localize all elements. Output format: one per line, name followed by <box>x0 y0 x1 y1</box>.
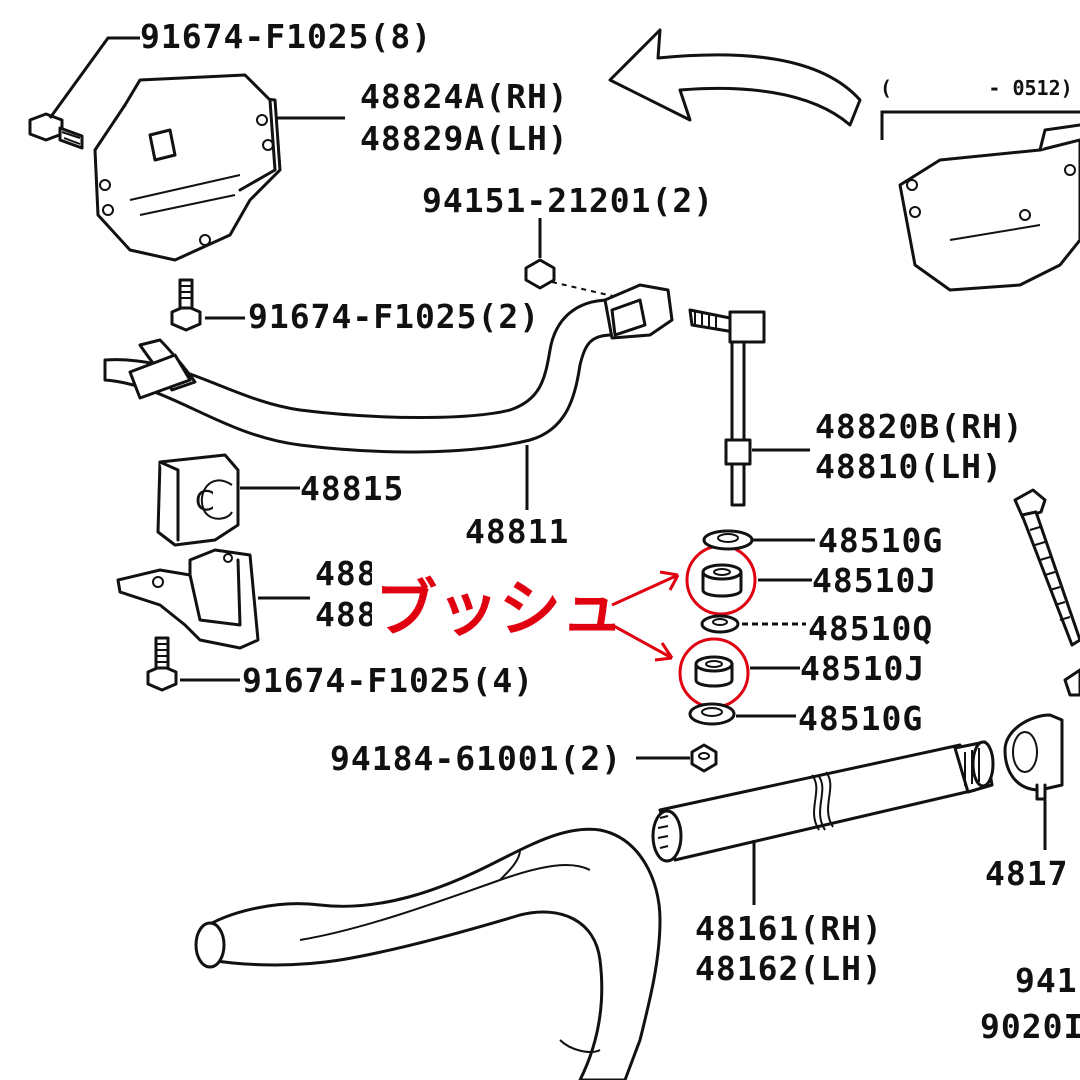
stabilizer-bushing: C <box>156 453 240 547</box>
bushing-upper <box>701 563 743 598</box>
curved-arrow-icon <box>608 28 862 127</box>
bolt-lower <box>146 636 178 692</box>
label-partial-b: 9020I <box>980 1007 1080 1046</box>
label-bolt-mid: 91674-F1025(2) <box>248 297 540 336</box>
bolt-mid <box>170 278 202 332</box>
label-nut-lower: 94184-61001(2) <box>330 739 622 778</box>
upper-control-arm <box>194 827 662 1080</box>
annotation-backdrop <box>372 560 607 640</box>
label-spacer: 48510Q <box>808 609 933 648</box>
torsion-bar <box>651 740 995 863</box>
date-range-bracket <box>880 110 1080 140</box>
label-torsion-rh: 48161(RH) <box>695 909 883 948</box>
stabilizer-bar <box>103 298 614 454</box>
bushing-bracket <box>116 548 260 650</box>
label-washer-upper: 48510G <box>818 521 943 560</box>
washer-upper <box>702 529 754 551</box>
label-link-rh: 48820B(RH) <box>815 407 1024 446</box>
label-anchor: 4817 <box>985 854 1068 893</box>
label-bar: 48811 <box>465 512 569 551</box>
label-nut-top: 94151-21201(2) <box>422 181 714 220</box>
bushing-lower <box>694 655 734 688</box>
label-link-lh: 48810(LH) <box>815 447 1003 486</box>
label-bracket-rh: 48824A(RH) <box>360 77 569 116</box>
spacer <box>700 614 740 634</box>
leader-bolt-top <box>48 36 140 119</box>
red-arrow-lower <box>611 623 674 662</box>
date-range: ( - 0512) <box>880 76 1073 100</box>
anchor-arm <box>1003 713 1064 801</box>
frame-bracket-left <box>93 73 282 262</box>
dashed-guide <box>551 281 631 301</box>
svg-text:C: C <box>195 484 215 517</box>
label-bushing-lower: 48510J <box>800 649 925 688</box>
label-partial-a: 941 <box>1015 961 1078 1000</box>
frame-bracket-right <box>898 123 1080 292</box>
label-bushing-upper: 48510J <box>812 561 937 600</box>
nut-lower <box>690 743 718 773</box>
label-torsion-lh: 48162(LH) <box>695 949 883 988</box>
label-bolt-lower: 91674-F1025(4) <box>242 661 534 700</box>
annotation-bushing: ブッシュ <box>375 572 623 645</box>
washer-lower <box>688 702 736 726</box>
bolt-top-left <box>28 112 84 150</box>
stabilizer-link <box>688 308 766 507</box>
label-washer-lower: 48510G <box>798 699 923 738</box>
long-bolt-right <box>1013 488 1080 697</box>
label-bolt-top: 91674-F1025(8) <box>140 17 432 56</box>
label-bushing: 48815 <box>300 469 404 508</box>
red-arrow-upper <box>611 570 680 607</box>
nut-top <box>524 258 556 290</box>
end-clamp <box>603 283 674 340</box>
label-bracket-lh: 48829A(LH) <box>360 119 569 158</box>
